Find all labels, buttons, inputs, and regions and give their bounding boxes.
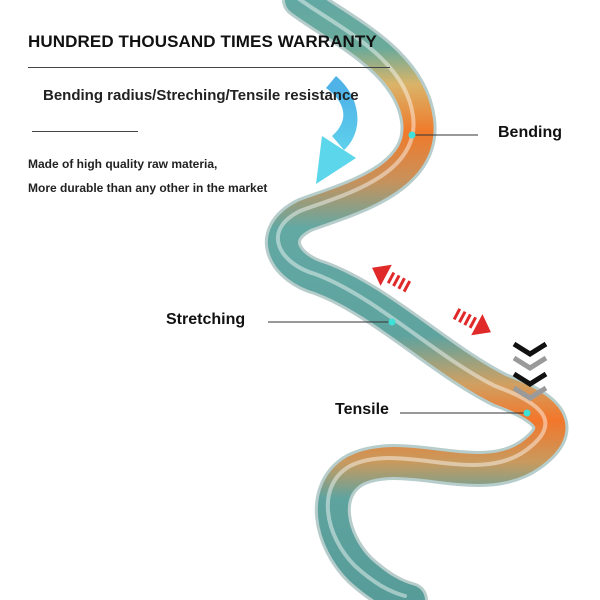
description-line-1: Made of high quality raw materia,: [28, 157, 218, 171]
bend-arrow-icon: [316, 76, 358, 184]
subtitle: Bending radius/Streching/Tensile resista…: [43, 87, 359, 104]
description-line-2: More durable than any other in the marke…: [28, 181, 268, 195]
tensile-label: Tensile: [335, 401, 389, 418]
subtitle-divider: [32, 131, 138, 132]
stretch-arrow-lower-icon: [452, 308, 491, 336]
bending-label: Bending: [498, 124, 562, 141]
title-divider: [28, 67, 390, 68]
tensile-chevron-icons: [512, 341, 548, 401]
stretching-label: Stretching: [166, 311, 246, 328]
tensile-dot: [523, 409, 531, 417]
cable: [265, 0, 569, 600]
stretching-dot: [388, 318, 396, 326]
bending-dot: [408, 131, 416, 139]
stretch-arrow-upper-icon: [372, 264, 412, 293]
page-title: HUNDRED THOUSAND TIMES WARRANTY: [28, 32, 377, 51]
